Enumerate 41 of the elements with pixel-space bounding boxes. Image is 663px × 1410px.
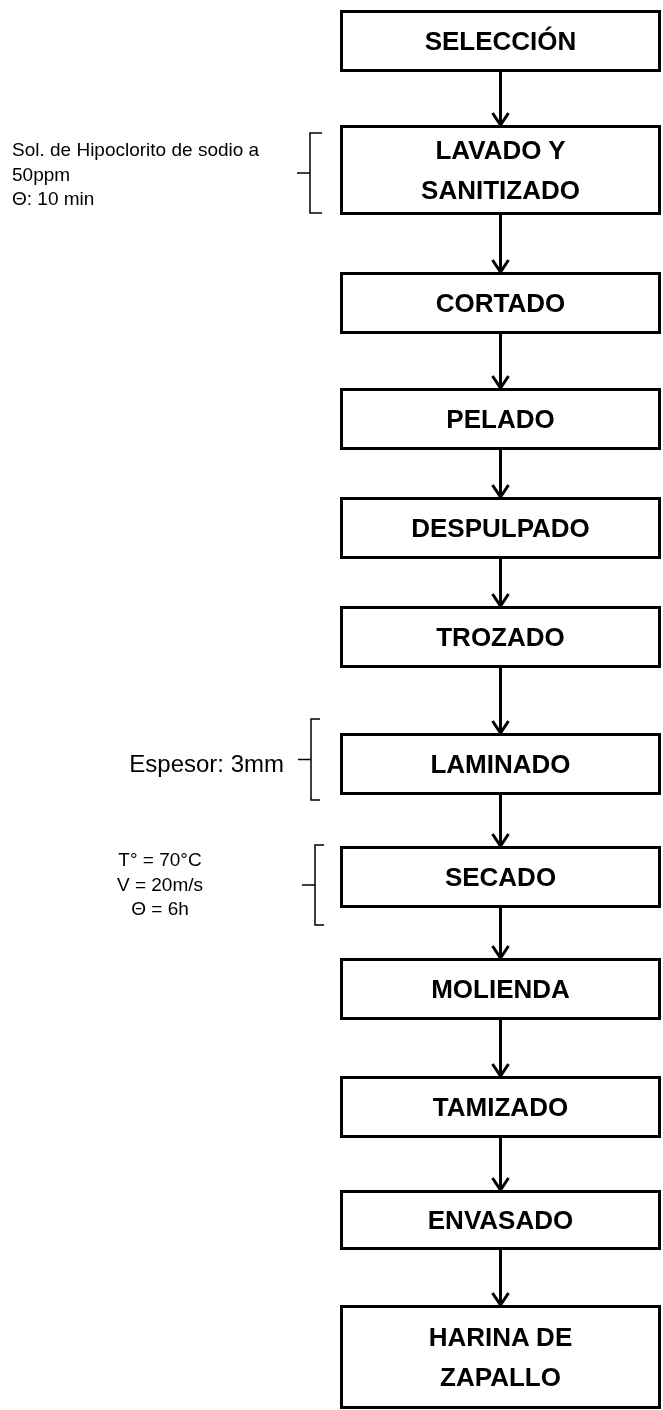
parameter-note: Espesor: 3mm <box>129 749 284 780</box>
process-box <box>340 733 661 795</box>
arrow <box>491 795 510 848</box>
step-label: MOLIENDA <box>431 972 570 1006</box>
step-label: PELADO <box>446 402 555 436</box>
step-label: TAMIZADO <box>432 1090 569 1124</box>
step-label: TROZADO <box>436 620 565 654</box>
step-label: ENVASADO <box>427 1203 574 1237</box>
process-box <box>340 1076 661 1138</box>
step-label: CORTADO <box>435 286 566 320</box>
parameter-note: Θ: 10 min <box>12 187 95 212</box>
step-label: SECADO <box>444 860 557 894</box>
arrow <box>491 215 510 274</box>
parameter-note: T° = 70°C <box>118 847 202 872</box>
step-label: LAMINADO <box>430 747 571 781</box>
step-label: DESPULPADO <box>411 511 590 545</box>
arrow <box>491 559 510 608</box>
arrow <box>491 1020 510 1078</box>
process-box <box>340 388 661 450</box>
parameter-note: Θ = 6h <box>131 897 189 922</box>
arrow <box>491 908 510 960</box>
process-box <box>340 10 661 72</box>
step-label: HARINA DE ZAPALLO <box>427 1320 574 1394</box>
process-box <box>340 272 661 334</box>
arrow <box>491 72 510 127</box>
arrow <box>491 1138 510 1192</box>
arrow <box>491 334 510 390</box>
process-box <box>340 846 661 908</box>
arrow <box>491 668 510 735</box>
process-box <box>340 606 661 668</box>
parameter-note: Sol. de Hipoclorito de sodio a 50ppm <box>12 137 261 187</box>
process-box <box>340 125 661 215</box>
arrow <box>491 450 510 499</box>
step-label: SELECCIÓN <box>424 24 577 58</box>
process-box <box>340 497 661 559</box>
parameter-note: V = 20m/s <box>116 872 204 897</box>
step-label: LAVADO Y SANITIZADO <box>420 133 581 207</box>
arrow <box>491 1250 510 1307</box>
process-box <box>340 958 661 1020</box>
process-box <box>340 1305 661 1409</box>
process-box <box>340 1190 661 1250</box>
